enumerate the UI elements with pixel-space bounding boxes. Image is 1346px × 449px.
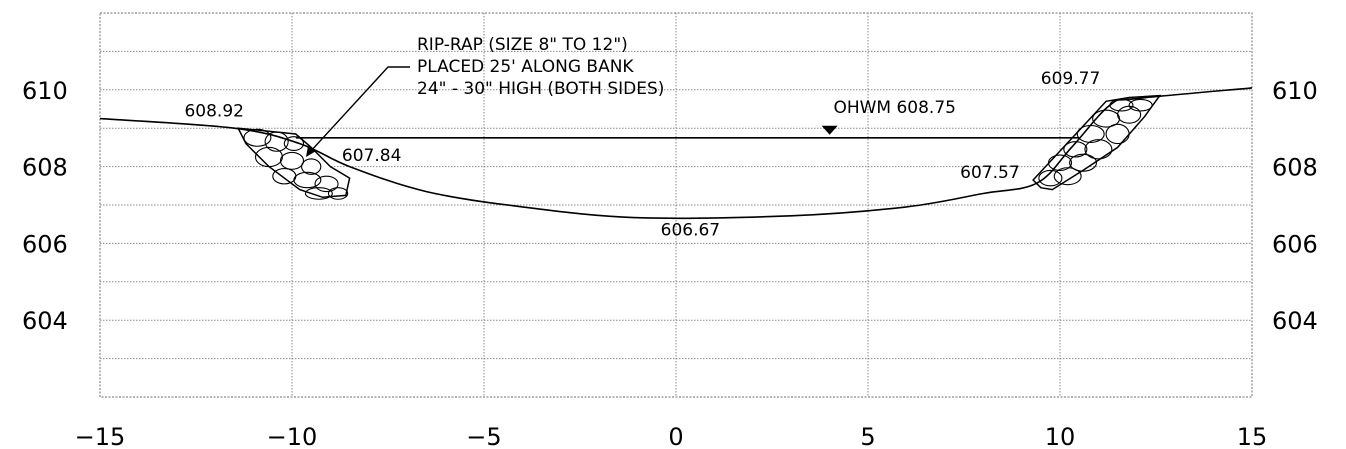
x-tick-label: 10 xyxy=(1045,423,1076,449)
elevation-label: 609.77 xyxy=(1041,69,1100,89)
riprap-stone xyxy=(243,128,272,147)
x-tick-label: −10 xyxy=(267,423,318,449)
y-tick-label-right: 604 xyxy=(1272,307,1318,335)
riprap-leader xyxy=(309,66,410,153)
elevation-label: 607.57 xyxy=(960,163,1019,183)
riprap-stone xyxy=(1047,154,1073,171)
riprap-stone xyxy=(264,131,289,152)
riprap-stone xyxy=(283,136,305,152)
riprap-stone xyxy=(1063,141,1088,158)
x-tick-label: −15 xyxy=(75,423,126,449)
riprap-stone xyxy=(304,187,333,200)
y-tick-label-right: 610 xyxy=(1272,77,1318,105)
x-tick-label: 15 xyxy=(1237,423,1268,449)
rip-rap xyxy=(236,94,1162,200)
elevation-label: 606.67 xyxy=(661,221,720,241)
riprap-stone xyxy=(301,158,322,175)
y-tick-label-left: 606 xyxy=(22,230,68,258)
riprap-stone xyxy=(314,175,339,193)
riprap-stone xyxy=(327,187,349,200)
riprap-note-line: 24" - 30" HIGH (BOTH SIDES) xyxy=(417,79,664,99)
riprap-stone xyxy=(1084,139,1113,160)
elevation-label: OHWM 608.75 xyxy=(833,98,956,118)
y-tick-label-left: 608 xyxy=(22,154,68,182)
y-tick-label-right: 608 xyxy=(1272,154,1318,182)
x-tick-label: −5 xyxy=(466,423,501,449)
riprap-leader-arrow xyxy=(306,146,316,157)
profile-lines xyxy=(99,87,1253,220)
riprap-right xyxy=(1032,94,1162,191)
y-tick-label-left: 604 xyxy=(22,307,68,335)
y-tick-label-right: 606 xyxy=(1272,230,1318,258)
riprap-note-line: RIP-RAP (SIZE 8" TO 12") xyxy=(417,35,628,55)
ohwm-marker xyxy=(821,125,838,135)
riprap-stone xyxy=(1053,167,1082,186)
riprap-stone xyxy=(1038,169,1063,187)
riprap-stone xyxy=(293,171,322,189)
x-tick-label: 5 xyxy=(860,423,875,449)
riprap-stone xyxy=(279,151,305,170)
plot-frame xyxy=(99,12,1253,398)
riprap-stone xyxy=(1128,98,1153,112)
riprap-stone xyxy=(1069,153,1098,172)
ground-profile xyxy=(99,87,1253,220)
elevation-label: 607.84 xyxy=(342,146,401,166)
riprap-stone xyxy=(1092,109,1121,128)
y-tick-label-left: 610 xyxy=(22,77,68,105)
riprap-note-line: PLACED 25' ALONG BANK xyxy=(417,57,634,77)
elevation-label: 608.92 xyxy=(184,102,243,122)
riprap-stone xyxy=(254,146,283,168)
x-tick-label: 0 xyxy=(668,423,683,449)
axis-ticks: −15 −10 −5 0 5 10 15 610 610 608 608 606 606 604 604 xyxy=(22,77,1318,449)
riprap-stone xyxy=(1105,123,1130,145)
annotations: 608.92 607.84 606.67 OHWM 608.75 607.57 609.7… xyxy=(184,35,1100,241)
